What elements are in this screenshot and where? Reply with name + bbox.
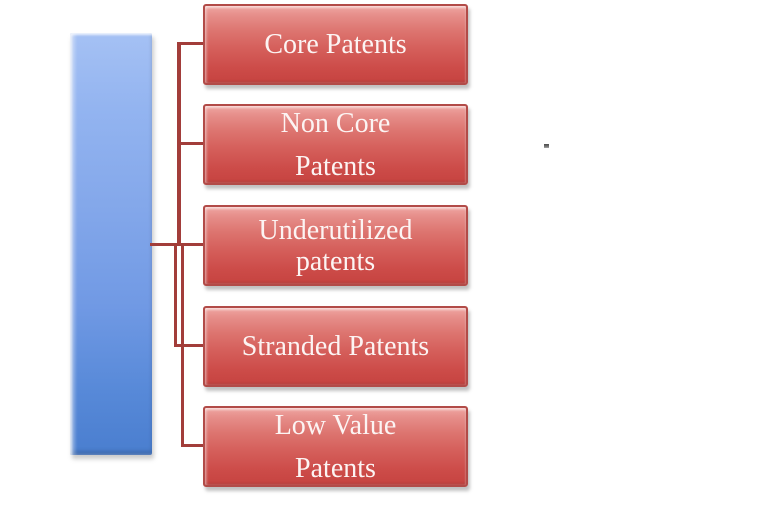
node-label-line: Non Core xyxy=(280,107,391,139)
node-label-line: patents xyxy=(295,245,376,277)
connector-trunk-lower-a xyxy=(174,244,177,347)
node-label-line: Core Patents xyxy=(264,28,407,60)
node-label-line: Patents xyxy=(295,150,376,182)
node-stranded-patents: Stranded Patents xyxy=(203,306,468,387)
node-label-line: Stranded Patents xyxy=(241,330,430,362)
node-label-line: Low Value xyxy=(274,409,397,441)
node-low-value-patents: Low Value Patents xyxy=(203,406,468,487)
node-core-patents: Core Patents xyxy=(203,4,468,85)
stray-dot-artifact xyxy=(544,144,549,148)
connector-branch-core-patents xyxy=(177,42,203,45)
node-non-core-patents: Non Core Patents xyxy=(203,104,468,185)
root-bar xyxy=(70,33,152,455)
node-label-line: Underutilized xyxy=(258,214,413,246)
connector-branch-non-core-patents xyxy=(177,142,203,145)
connector-branch-stranded-patents xyxy=(174,344,203,347)
node-underutilized-patents: Underutilized patents xyxy=(203,205,468,286)
connector-branch-low-value-patents xyxy=(181,444,203,447)
node-label-line: Patents xyxy=(295,452,376,484)
